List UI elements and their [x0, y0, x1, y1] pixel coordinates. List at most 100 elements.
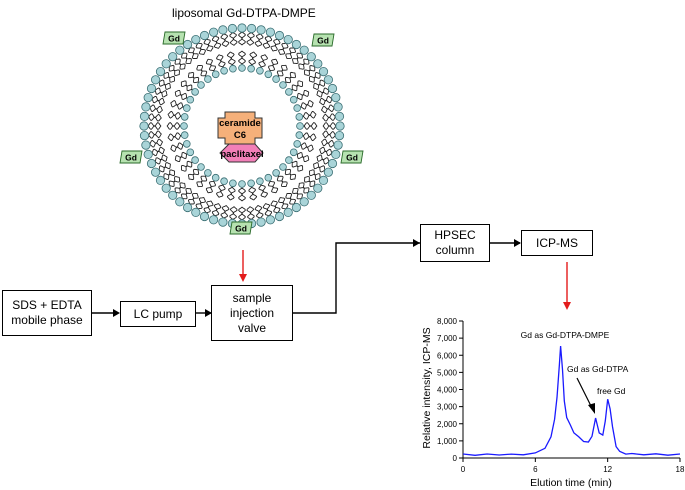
- chart-ytick-label: 7,000: [437, 334, 458, 343]
- lipid-head: [191, 34, 201, 45]
- lipid-head: [334, 131, 345, 141]
- lipid-head: [180, 122, 188, 130]
- lipid-head: [139, 121, 149, 131]
- gd-tag-label: Gd: [235, 224, 247, 234]
- lipid-head: [279, 163, 287, 171]
- lipid-head: [161, 59, 171, 69]
- lipid-head: [264, 70, 273, 79]
- lipid-head: [209, 27, 219, 37]
- lipid-head: [139, 131, 150, 141]
- injection-valve-box: sample injection valve: [211, 285, 293, 341]
- arrowhead-valve: [205, 309, 212, 317]
- lipid-head: [306, 190, 316, 200]
- lipid-head: [323, 75, 333, 85]
- lipid-head: [155, 67, 166, 77]
- gd-tag-label: Gd: [317, 36, 329, 46]
- lipid-head: [229, 64, 237, 73]
- lipid-head: [333, 140, 343, 150]
- lipid-head: [183, 104, 191, 112]
- lipid-head: [274, 30, 285, 41]
- lipid-head: [204, 169, 212, 177]
- lipid-head: [191, 88, 199, 96]
- lipid-head: [161, 183, 171, 193]
- chart-ytick-label: 6,000: [437, 351, 458, 360]
- chart-xtick-label: 0: [461, 465, 466, 474]
- lipid-head: [238, 64, 246, 72]
- chart-ytick-label: 2,000: [437, 420, 458, 429]
- lipid-head: [327, 83, 338, 94]
- lipid-head: [295, 113, 304, 121]
- lipid-head: [333, 102, 343, 112]
- gd-tag: Gd: [340, 150, 364, 164]
- chart-xtick-label: 6: [533, 465, 538, 474]
- lipid-head: [175, 197, 185, 207]
- chart-ytick-label: 0: [453, 454, 458, 463]
- lipid-head: [306, 52, 316, 62]
- lipid-head: [247, 23, 257, 34]
- lipid-head: [256, 25, 266, 35]
- ceramide-label-2: C6: [234, 130, 246, 141]
- gd-tag: Gd: [162, 31, 186, 45]
- paclitaxel-label: paclitaxel: [220, 149, 263, 160]
- lipid-head: [285, 156, 293, 164]
- chart-ytick-label: 3,000: [437, 403, 458, 412]
- lipid-head: [265, 215, 275, 225]
- lipid-head: [180, 131, 189, 139]
- lipid-head: [183, 140, 191, 148]
- lipid-head: [209, 215, 219, 225]
- lipid-head: [299, 45, 309, 55]
- chart-ylabel: Relative intensity, ICP-MS: [421, 327, 433, 448]
- lipid-head: [256, 177, 264, 186]
- gd-tag: Gd: [229, 221, 253, 235]
- annotation-arrow-gd-dtpa: [576, 377, 593, 409]
- lipid-head: [293, 104, 302, 112]
- arrowhead-hpsec: [413, 239, 420, 247]
- lipid-head: [191, 207, 201, 217]
- lipid-head: [247, 64, 255, 73]
- lipid-head: [155, 175, 166, 185]
- arrowhead-icpms: [514, 239, 521, 247]
- mobile-phase-box: SDS + EDTA mobile phase: [2, 290, 92, 336]
- gd-tag-label: Gd: [168, 34, 180, 44]
- gd-tag-label: Gd: [125, 153, 137, 163]
- lipid-head: [151, 167, 161, 177]
- lipid-head: [183, 202, 193, 213]
- lipid-head: [168, 190, 178, 200]
- lipid-head: [197, 81, 205, 89]
- lipid-head: [180, 113, 189, 121]
- lipid-head: [229, 179, 237, 188]
- lipid-head: [256, 67, 264, 75]
- gd-tag: Gd: [311, 33, 335, 47]
- chart-ytick-label: 4,000: [437, 386, 458, 395]
- lipid-head: [285, 88, 293, 96]
- lipid-head: [141, 140, 151, 150]
- lipid-head: [289, 148, 298, 157]
- lipid-head: [143, 149, 153, 159]
- red-arrowhead-icpms: [563, 302, 571, 310]
- lipid-head: [191, 156, 199, 164]
- lipid-head: [334, 111, 345, 122]
- chart-ytick-label: 8,000: [437, 317, 458, 326]
- lipid-head: [146, 158, 157, 169]
- lipid-head: [291, 39, 301, 50]
- gd-tag-label: Gd: [346, 153, 358, 163]
- red-arrowhead-liposome: [239, 274, 247, 282]
- diagram-title: liposomal Gd-DTPA-DMPE: [172, 6, 316, 20]
- lipid-head: [313, 59, 323, 69]
- gd-tag: Gd: [119, 150, 143, 164]
- ceramide-label-1: ceramide: [219, 118, 261, 129]
- annotation-arrowhead-gd-dtpa: [588, 403, 595, 414]
- lipid-head: [335, 121, 345, 131]
- lipid-head: [247, 179, 255, 188]
- hpsec-column-box: HPSEC column: [420, 224, 490, 262]
- lipid-head: [220, 177, 228, 186]
- lipid-head: [175, 45, 185, 55]
- icp-ms-box: ICP-MS: [521, 230, 593, 256]
- lipid-head: [272, 75, 280, 83]
- lipid-head: [264, 173, 273, 182]
- lipid-head: [295, 131, 304, 139]
- lipid-head: [296, 122, 304, 130]
- lipid-head: [218, 217, 228, 227]
- chart-xtick-label: 12: [603, 465, 612, 474]
